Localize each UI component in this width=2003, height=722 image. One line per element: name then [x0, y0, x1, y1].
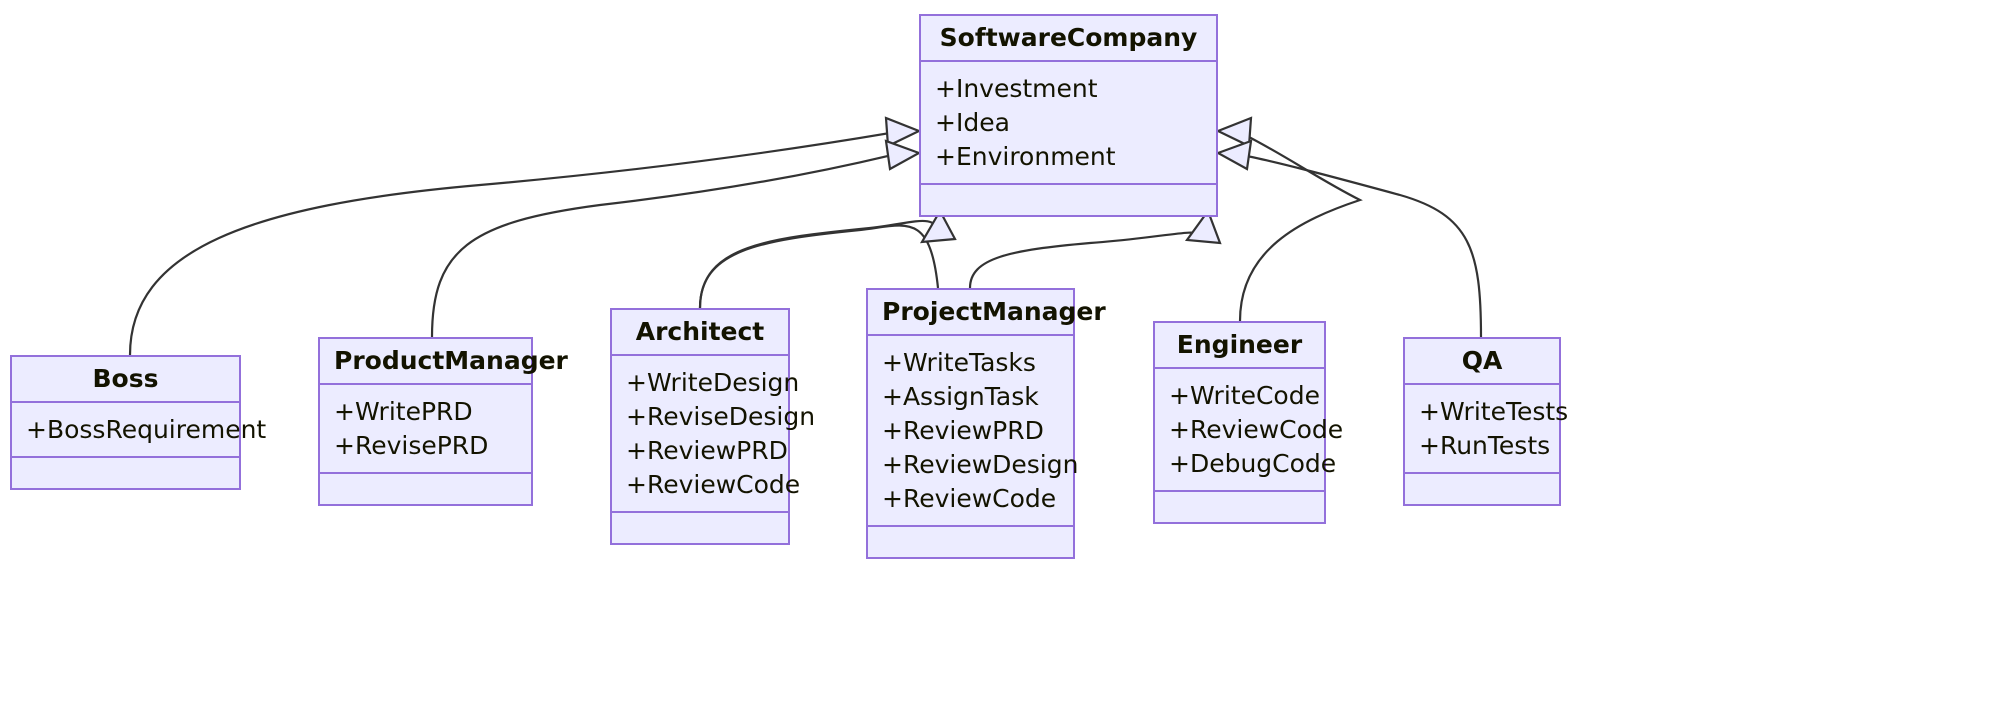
class-box-software-company[interactable]: SoftwareCompany +Investment +Idea +Envir… — [919, 14, 1218, 217]
class-attribute: +BossRequirement — [26, 415, 267, 444]
class-box-product-manager[interactable]: ProductManager +WritePRD +RevisePRD — [318, 337, 568, 506]
section-divider — [320, 383, 531, 385]
inheritance-arrowhead-boss — [884, 116, 922, 148]
edge-qa-to-softwarecompany — [1240, 153, 1483, 338]
inheritance-arrowhead-qa — [1215, 139, 1253, 171]
class-methods-qa — [1405, 474, 1559, 504]
class-box-qa[interactable]: QA +WriteTests +RunTests — [1403, 337, 1569, 506]
class-title-project-manager: ProjectManager — [882, 297, 1106, 326]
section-divider — [320, 472, 531, 474]
class-box-engineer[interactable]: Engineer +WriteCode +ReviewCode +DebugCo… — [1153, 321, 1344, 524]
section-divider — [1155, 490, 1324, 492]
class-attribute: +WritePRD — [334, 397, 473, 426]
class-attribute: +AssignTask — [882, 382, 1039, 411]
class-attribute: +WriteDesign — [626, 368, 800, 397]
class-title-product-manager: ProductManager — [334, 346, 568, 375]
class-methods-engineer — [1155, 492, 1324, 522]
class-attribute: +ReviewDesign — [882, 450, 1079, 479]
class-methods-boss — [12, 458, 239, 488]
class-attribute: +DebugCode — [1169, 449, 1337, 478]
section-divider — [1155, 367, 1324, 369]
class-title-architect: Architect — [635, 317, 765, 346]
class-attribute: +WriteTasks — [882, 348, 1036, 377]
class-attribute: +ReviseDesign — [626, 402, 816, 431]
class-methods-software-company — [921, 185, 1216, 215]
class-methods-product-manager — [320, 474, 531, 504]
class-attribute: +ReviewCode — [1169, 415, 1344, 444]
class-attributes-engineer: +WriteCode +ReviewCode +DebugCode — [1155, 369, 1344, 490]
class-attribute: +Idea — [935, 108, 1010, 137]
inheritance-arrowhead-productmanager — [884, 139, 922, 171]
class-attributes-product-manager: +WritePRD +RevisePRD — [320, 385, 531, 472]
class-attributes-architect: +WriteDesign +ReviseDesign +ReviewPRD +R… — [612, 356, 816, 511]
edge-projectmanager-to-softwarecompany — [968, 231, 1201, 289]
class-box-boss[interactable]: Boss +BossRequirement — [10, 355, 267, 490]
class-box-architect[interactable]: Architect +WriteDesign +ReviseDesign +Re… — [610, 308, 816, 545]
class-attribute: +ReviewPRD — [882, 416, 1044, 445]
class-attribute: +WriteTests — [1419, 397, 1569, 426]
class-box-project-manager[interactable]: ProjectManager +WriteTasks +AssignTask +… — [866, 288, 1106, 559]
class-attribute: +ReviewCode — [626, 470, 801, 499]
class-attributes-software-company: +Investment +Idea +Environment — [921, 62, 1216, 183]
edge-engineer-curve — [1238, 132, 1363, 322]
class-title-boss: Boss — [92, 364, 159, 393]
section-divider — [1405, 383, 1559, 385]
section-divider — [868, 525, 1073, 527]
class-attributes-project-manager: +WriteTasks +AssignTask +ReviewPRD +Revi… — [868, 336, 1079, 525]
class-attribute: +RunTests — [1419, 431, 1551, 460]
class-attribute: +RevisePRD — [334, 431, 489, 460]
class-attributes-boss: +BossRequirement — [12, 403, 267, 456]
class-attribute: +Investment — [935, 74, 1098, 103]
section-divider — [12, 401, 239, 403]
edge-engineer-to-softwarecompany — [1240, 132, 1430, 321]
class-attribute: +Environment — [935, 142, 1116, 171]
class-attribute: +ReviewCode — [882, 484, 1057, 513]
class-attribute: +WriteCode — [1169, 381, 1320, 410]
inheritance-arrowhead-engineer — [1215, 116, 1253, 148]
section-divider — [1405, 472, 1559, 474]
class-attributes-qa: +WriteTests +RunTests — [1405, 385, 1569, 472]
section-divider — [921, 183, 1216, 185]
section-divider — [921, 60, 1216, 62]
class-title-software-company: SoftwareCompany — [939, 23, 1198, 52]
section-divider — [12, 456, 239, 458]
class-title-qa: QA — [1461, 346, 1503, 375]
class-attribute: +ReviewPRD — [626, 436, 788, 465]
section-divider — [612, 511, 788, 513]
section-divider — [868, 334, 1073, 336]
class-title-engineer: Engineer — [1176, 330, 1303, 359]
class-methods-architect — [612, 513, 788, 543]
section-divider — [612, 354, 788, 356]
class-methods-project-manager — [868, 527, 1073, 557]
